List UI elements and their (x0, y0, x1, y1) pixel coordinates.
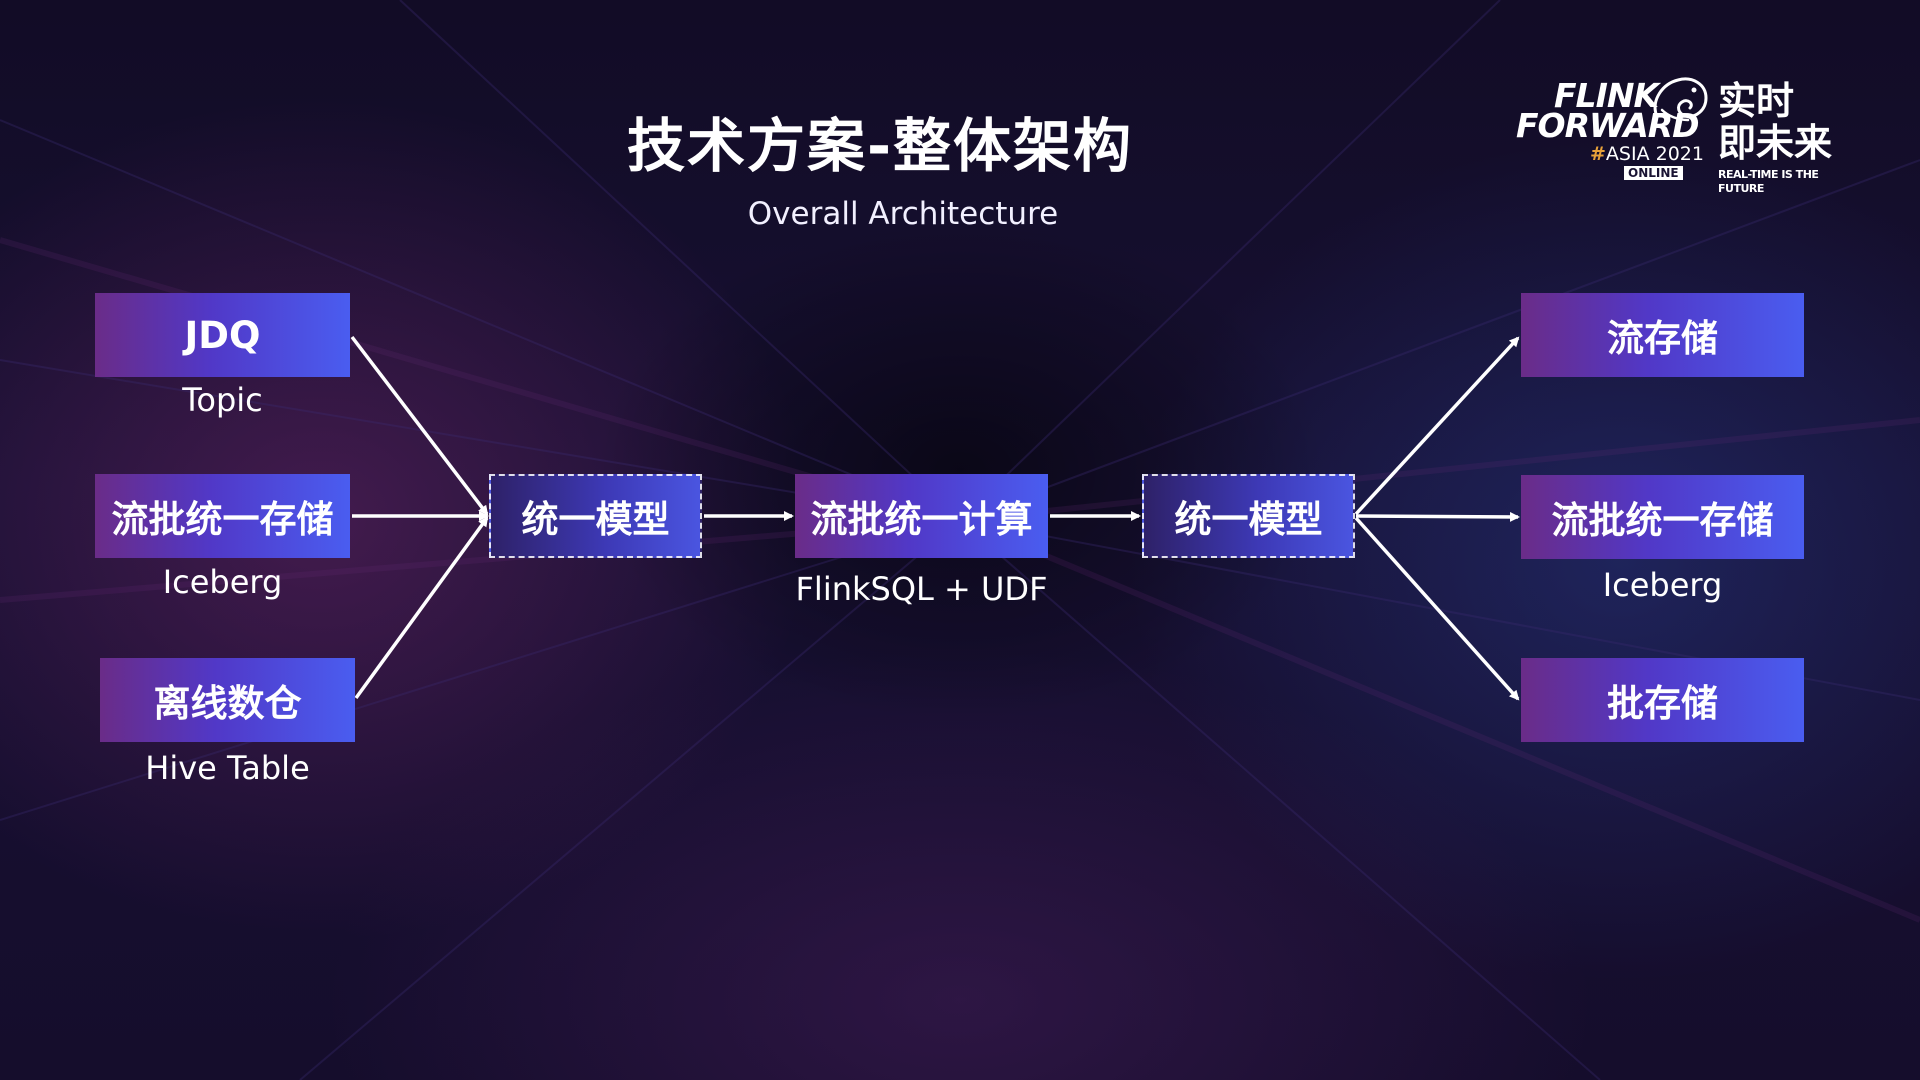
arrow-model-to-batch-storage (1354, 516, 1520, 701)
unified-model-box-left: 统一模型 (489, 474, 702, 558)
flink-forward-logo: FLINK FORWARD #ASIA 2021 ONLINE 实时 即未来 R… (1516, 70, 1838, 195)
arrow-hive-to-model (354, 516, 489, 700)
arrow-model-to-stream-storage (1354, 336, 1520, 516)
arrow-jdq-to-model (350, 335, 489, 516)
sink-box-stream-storage: 流存储 (1521, 293, 1804, 377)
sink-box-unified-storage: 流批统一存储 (1521, 475, 1804, 559)
squirrel-icon (1653, 77, 1708, 122)
sink-caption-iceberg: Iceberg (1602, 566, 1723, 604)
unified-compute-box: 流批统一计算 (795, 474, 1048, 558)
logo-flink-text: FLINK (1554, 76, 1659, 115)
source-box-jdq: JDQ (95, 293, 350, 377)
page-subtitle: Overall Architecture (747, 196, 1059, 232)
logo-forward-text: FORWARD (1516, 106, 1700, 145)
source-box-unified-storage: 流批统一存储 (95, 474, 350, 558)
logo-cn-line2: 即未来 (1718, 121, 1833, 165)
sink-box-batch-storage: 批存储 (1521, 658, 1804, 742)
logo-cn-line1: 实时 (1718, 79, 1795, 123)
source-box-offline-warehouse: 离线数仓 (100, 658, 355, 742)
logo-asia-text: #ASIA 2021 (1590, 143, 1704, 165)
logo-online-badge: ONLINE (1624, 166, 1683, 180)
source-caption-hive-table: Hive Table (145, 749, 310, 787)
compute-caption-flinksql: FlinkSQL + UDF (795, 570, 1048, 608)
logo-asia-year: ASIA 2021 (1605, 143, 1704, 165)
source-caption-iceberg: Iceberg (162, 563, 283, 601)
arrow-model-to-unified-storage (1355, 511, 1520, 522)
page-title: 技术方案-整体架构 (626, 112, 1134, 180)
logo-tagline: REAL-TIME IS THE FUTURE (1718, 168, 1819, 195)
source-caption-topic: Topic (182, 381, 263, 419)
logo-hash: # (1590, 143, 1606, 165)
unified-model-box-right: 统一模型 (1142, 474, 1355, 558)
